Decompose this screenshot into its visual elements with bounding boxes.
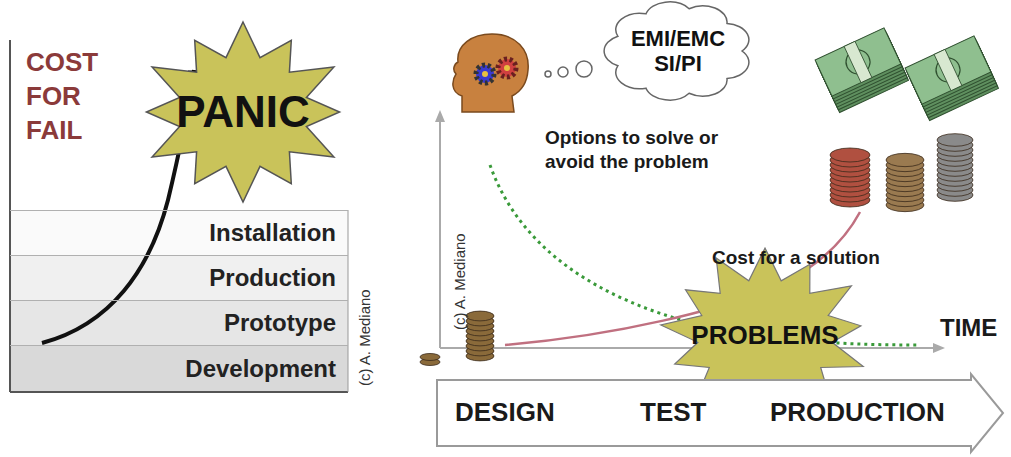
coin — [420, 354, 440, 361]
banknote-band — [844, 41, 872, 82]
cloud-outline — [604, 2, 749, 100]
chart-note: Options to solve or avoid the problem — [545, 126, 735, 174]
banknote-stack — [905, 36, 998, 121]
band-label: Installation — [209, 219, 336, 247]
axis-arrowhead — [435, 110, 445, 122]
cloud-text: EMI/EMC SI/PI — [628, 26, 728, 77]
burst-text: PANIC — [176, 87, 310, 138]
head-icon — [453, 34, 528, 112]
axis-arrowhead — [933, 343, 945, 353]
x-axis — [10, 391, 348, 393]
gear-icon — [498, 59, 516, 77]
thought-dot — [558, 67, 568, 77]
starburst-outline — [146, 22, 339, 202]
phase-label: DESIGN — [455, 397, 555, 428]
thought-dot — [545, 71, 551, 77]
gear-hub — [482, 71, 488, 77]
band-label: Development — [185, 355, 336, 383]
x-axis — [440, 347, 935, 349]
phase-label: PRODUCTION — [770, 397, 945, 428]
band-label: Production — [209, 264, 336, 292]
phase-band: Installation — [10, 210, 348, 255]
band-ground — [10, 255, 348, 300]
axis-title: COST FOR FAIL — [26, 46, 116, 147]
starburst: PANIC — [138, 22, 348, 202]
gear-hub — [504, 65, 510, 71]
banknote-band — [934, 49, 962, 90]
y-axis — [439, 118, 441, 348]
band-ground — [10, 345, 348, 392]
phase-band: Production — [10, 255, 348, 300]
thought-cloud: EMI/EMC SI/PI — [608, 2, 748, 100]
phase-band: Prototype — [10, 300, 348, 345]
band-edge — [348, 210, 349, 392]
phase-label: TEST — [640, 397, 706, 428]
chart-note: TIME — [940, 314, 997, 342]
coin — [466, 311, 494, 321]
gear-icon — [476, 65, 494, 83]
burst-text: PROBLEMS — [691, 321, 838, 351]
banknote-stack — [815, 28, 908, 113]
coin — [886, 153, 924, 166]
thought-dot — [576, 61, 592, 77]
band-ground — [10, 210, 348, 255]
copyright-note: (c) A. Mediano — [356, 289, 373, 386]
coin — [830, 148, 870, 162]
copyright-note: (c) A. Mediano — [451, 233, 468, 330]
coin — [937, 134, 973, 147]
banknote — [815, 28, 901, 96]
phase-band: Development — [10, 345, 348, 392]
phase-arrow: DESIGN TEST PRODUCTION — [435, 372, 1007, 454]
arrow-outline — [437, 374, 1003, 452]
chart-note: Cost for a solution — [712, 247, 880, 269]
band-label: Prototype — [224, 309, 336, 337]
banknote — [905, 36, 991, 104]
